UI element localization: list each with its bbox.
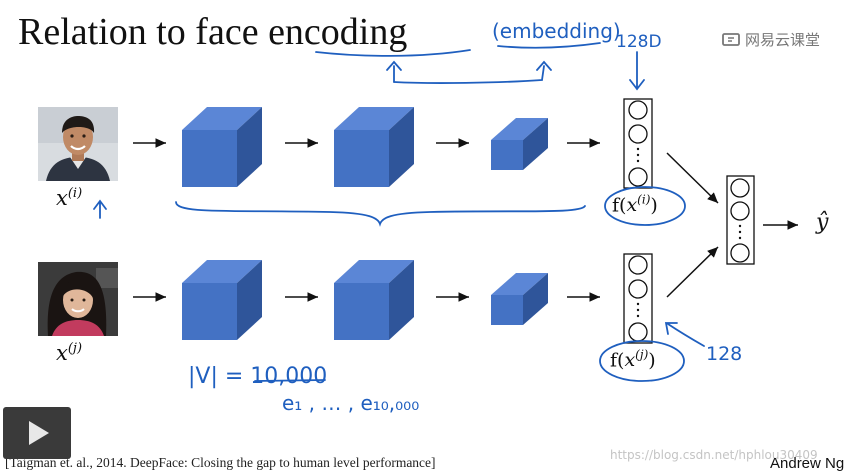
underline-embedding bbox=[497, 42, 601, 49]
arrow-128d bbox=[629, 51, 645, 91]
conv-block-top-1 bbox=[182, 107, 262, 187]
arrows-classifier bbox=[666, 152, 798, 298]
logo: 网易云课堂 bbox=[722, 29, 820, 50]
input-xj-sup: (j) bbox=[67, 341, 83, 356]
fxi-sup: (i) bbox=[637, 193, 651, 207]
play-icon bbox=[29, 421, 49, 445]
conv-block-top-3 bbox=[491, 118, 548, 170]
conv-block-bottom-3 bbox=[491, 273, 548, 325]
link-arrow-right bbox=[393, 60, 552, 84]
fxi-fn: f( bbox=[612, 194, 627, 217]
input-xj-base: x bbox=[56, 341, 68, 365]
face-photo-top bbox=[38, 107, 118, 181]
circle-fxj bbox=[599, 340, 685, 382]
conv-block-bottom-2 bbox=[334, 260, 414, 340]
citation: [Taigman et. al., 2014. DeepFace: Closin… bbox=[5, 455, 436, 470]
fxj-base: x bbox=[624, 349, 636, 372]
underline-encoding bbox=[315, 49, 471, 57]
annotation-embedding-vectors: e₁ , … , e₁₀,₀₀₀ bbox=[282, 391, 419, 415]
circle-fxi bbox=[604, 186, 686, 226]
input-xi-base: x bbox=[56, 186, 68, 210]
annotation-vocab-size: |V| = 10,000 bbox=[188, 364, 327, 389]
fxi-base: x bbox=[626, 194, 638, 217]
encoding-label-top: f(x(i)) bbox=[612, 193, 658, 216]
annotation-embedding: (embedding) bbox=[492, 19, 621, 43]
brace-shared-network bbox=[175, 201, 586, 227]
input-xi-sup: (i) bbox=[67, 186, 83, 201]
handwritten-annotations bbox=[93, 42, 705, 382]
annotation-128-bottom: 128 bbox=[706, 343, 742, 365]
input-xi: x(i) bbox=[56, 186, 82, 210]
input-xj: x(j) bbox=[56, 341, 82, 365]
fxj-sup: (j) bbox=[635, 348, 649, 362]
arrow-xi bbox=[93, 199, 107, 219]
logo-text: 网易云课堂 bbox=[745, 31, 821, 49]
fxj-fn: f( bbox=[610, 349, 625, 372]
face-photo-bottom bbox=[38, 262, 118, 336]
fxj-close: ) bbox=[648, 349, 656, 372]
title-prefix: Relation to face bbox=[18, 11, 269, 53]
conv-block-top-2 bbox=[334, 107, 414, 187]
link-arrow-left bbox=[386, 60, 402, 83]
encoding-vector-top bbox=[623, 98, 653, 189]
encoding-label-bottom: f(x(j)) bbox=[610, 348, 656, 371]
arrow-128-bottom bbox=[664, 322, 705, 347]
annotation-128d-top: 128D bbox=[616, 32, 662, 52]
play-button[interactable] bbox=[3, 407, 71, 459]
classifier-vector bbox=[726, 175, 755, 265]
output-yhat: ŷ bbox=[816, 210, 829, 235]
watermark: https://blog.csdn.net/hphlou30409 bbox=[610, 448, 818, 462]
slide-title: Relation to face encoding bbox=[18, 10, 407, 54]
logo-icon bbox=[722, 32, 740, 46]
encoding-vector-bottom bbox=[623, 253, 653, 344]
underline-vocab bbox=[254, 379, 326, 382]
author-credit: Andrew Ng bbox=[770, 455, 845, 472]
fxi-close: ) bbox=[650, 194, 658, 217]
conv-block-bottom-1 bbox=[182, 260, 262, 340]
title-highlight: encoding bbox=[268, 11, 408, 53]
